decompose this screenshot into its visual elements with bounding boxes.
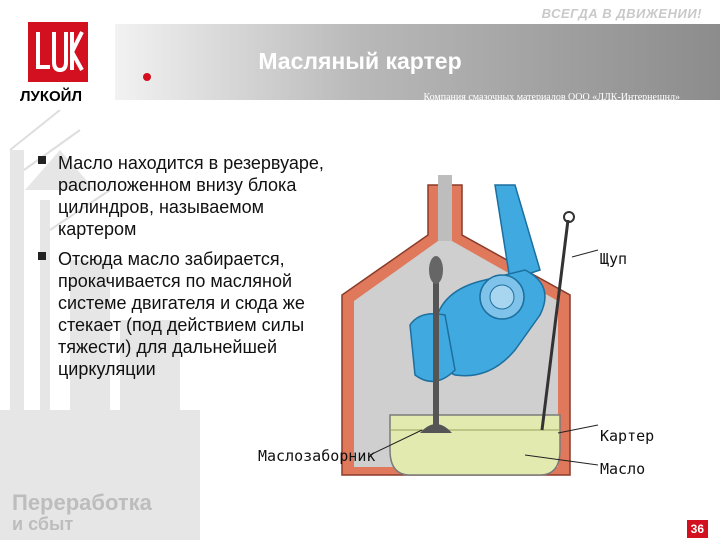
title-accent-dot	[143, 73, 151, 81]
footer-division: Переработка и сбыт	[12, 490, 152, 535]
leader-line-oil	[524, 454, 599, 466]
bullet-text: Отсюда масло забирается, прокачивается п…	[58, 249, 305, 379]
tagline: ВСЕГДА В ДВИЖЕНИИ!	[541, 6, 702, 21]
dipstick-ring	[563, 211, 575, 223]
label-oil: Масло	[600, 460, 646, 478]
leader-line-crankcase	[557, 424, 599, 434]
bullet-marker-icon	[38, 156, 46, 164]
connecting-rod	[494, 184, 541, 281]
page-title: Масляный картер	[258, 48, 462, 74]
crankcase-pan	[389, 414, 561, 476]
bullet-item: Масло находится в резервуаре, расположен…	[38, 152, 338, 240]
oil-intake-float	[429, 256, 443, 284]
bullet-item: Отсюда масло забирается, прокачивается п…	[38, 248, 338, 380]
background-refinery-art	[0, 110, 200, 540]
label-oil-intake: Маслозаборник	[258, 447, 376, 465]
footer-line-2: и сбыт	[12, 514, 74, 534]
bullet-marker-icon	[38, 252, 46, 260]
label-crankcase: Картер	[600, 427, 655, 445]
page-number-badge: 36	[686, 520, 708, 538]
counterweight	[409, 313, 456, 383]
oil-intake-cup	[420, 424, 452, 433]
company-subtitle: Компания смазочных материалов ООО «ЛЛК-И…	[423, 92, 680, 103]
bullet-list: Масло находится в резервуаре, расположен…	[38, 152, 338, 388]
dipstick-rod	[540, 219, 570, 431]
crank-pin-inner	[489, 284, 515, 310]
engine-diagram	[341, 175, 599, 476]
footer-line-1: Переработка	[12, 490, 152, 515]
label-dipstick: Щуп	[600, 250, 628, 268]
bullet-text: Масло находится в резервуаре, расположен…	[58, 153, 324, 239]
leader-line-intake	[369, 429, 423, 456]
oil-intake-tube	[433, 270, 439, 425]
logo-emblem	[28, 22, 88, 82]
logo-text: ЛУКОЙЛ	[20, 88, 82, 105]
leader-line-dipstick	[571, 249, 599, 258]
company-logo: ЛУКОЙЛ	[20, 22, 96, 118]
title-band	[115, 24, 720, 100]
cylinder	[438, 175, 452, 241]
